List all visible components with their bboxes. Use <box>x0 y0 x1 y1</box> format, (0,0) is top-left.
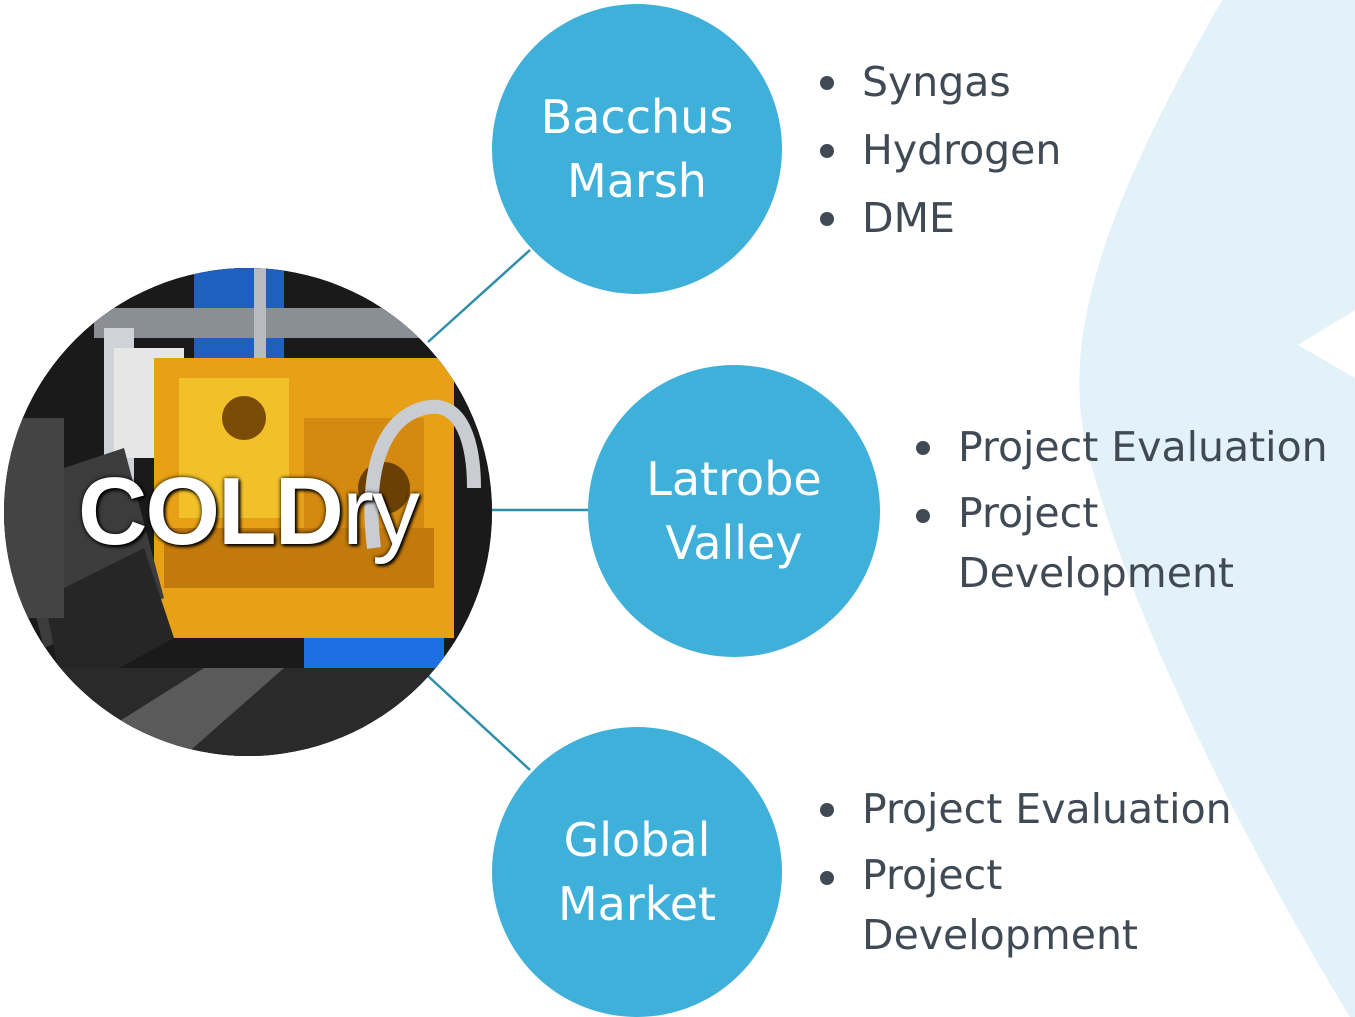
bullet-dot <box>820 76 834 90</box>
bullet-item: Hydrogen <box>816 118 1061 182</box>
bullet-item: DME <box>816 186 1061 250</box>
bullets-global-market: Project Evaluation Project Development <box>816 777 1232 965</box>
bullet-text: DME <box>862 194 955 242</box>
bullet-text: Project Evaluation <box>862 785 1232 833</box>
connector-bacchus-marsh <box>427 249 531 343</box>
connector-global-market <box>427 675 531 771</box>
plant-machinery-illustration <box>4 268 492 756</box>
node-label: Bacchus Marsh <box>540 90 734 208</box>
bullets-bacchus-marsh: Syngas Hydrogen DME <box>816 50 1061 250</box>
bullet-text: Hydrogen <box>862 126 1062 174</box>
bullet-item: Project Development <box>912 483 1328 603</box>
node-label: Global Market <box>557 813 717 931</box>
bullets-latrobe-valley: Project Evaluation Project Development <box>912 415 1328 603</box>
node-latrobe-valley: Latrobe Valley <box>588 365 880 657</box>
bullet-text: Project Development <box>958 489 1235 597</box>
bullet-dot <box>820 212 834 226</box>
logo-text-bold: COLD <box>78 458 344 565</box>
node-global-market: Global Market <box>492 727 782 1017</box>
bullet-text: Project Evaluation <box>958 423 1328 471</box>
bullet-dot <box>916 441 930 455</box>
background-chevron <box>1079 0 1355 1017</box>
logo-text-thin: ry <box>342 458 420 565</box>
bullet-item: Syngas <box>816 50 1061 114</box>
bullet-item: Project Development <box>816 845 1232 965</box>
node-bacchus-marsh: Bacchus Marsh <box>492 4 782 294</box>
bullet-item: Project Evaluation <box>912 415 1328 479</box>
bullet-dot <box>820 871 834 885</box>
bullet-dot <box>820 144 834 158</box>
bullet-item: Project Evaluation <box>816 777 1232 841</box>
bullet-dot <box>916 509 930 523</box>
bullet-text: Syngas <box>862 58 1011 106</box>
bullet-dot <box>820 803 834 817</box>
bullet-text: Project Development <box>862 851 1139 959</box>
node-label: Latrobe Valley <box>646 452 822 570</box>
